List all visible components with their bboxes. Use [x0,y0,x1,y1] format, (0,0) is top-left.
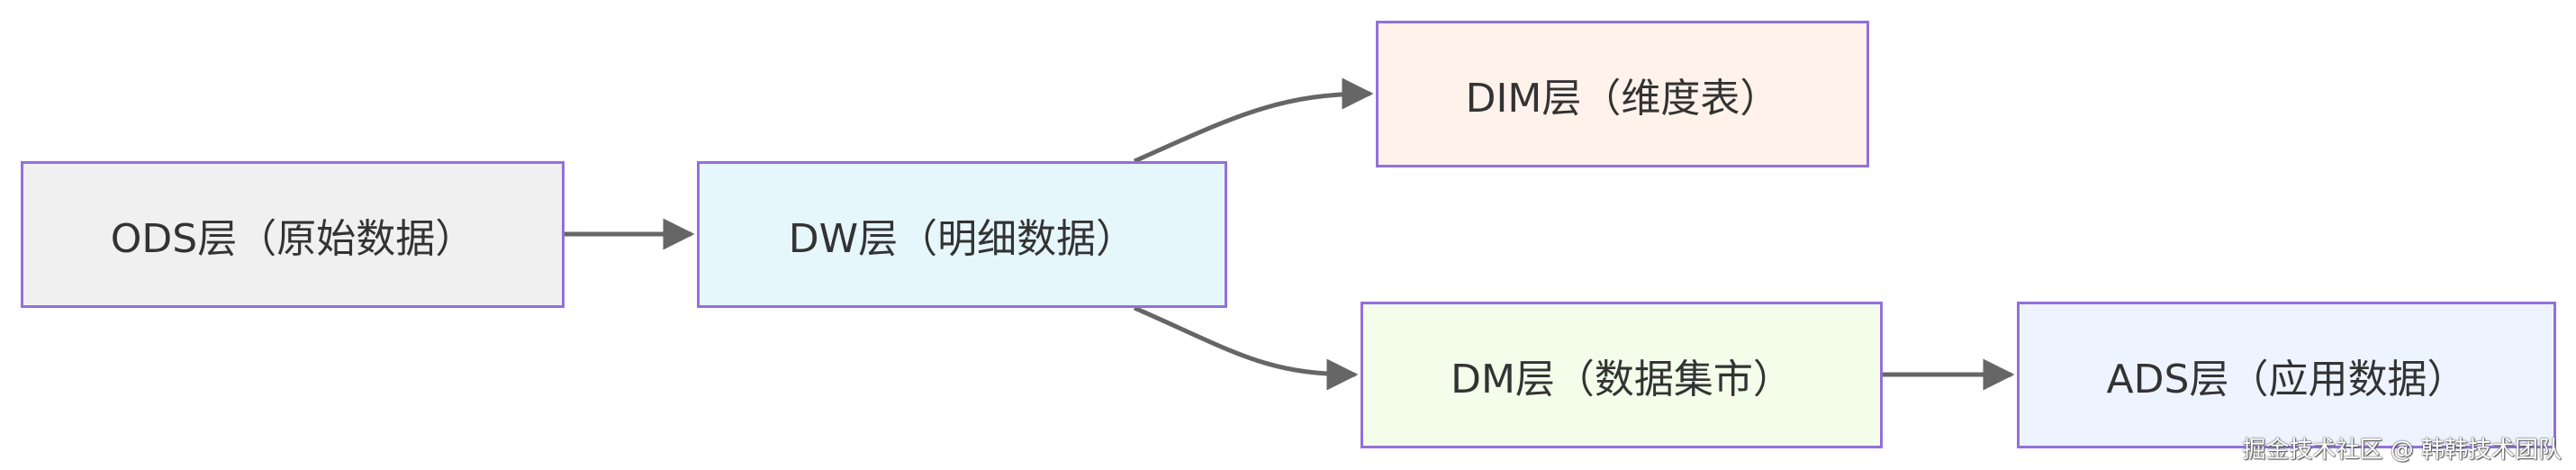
node-dm-layer: DM层（数据集市） [1360,302,1883,448]
watermark: 掘金技术社区 @ 韩韩技术团队 [2242,437,2562,464]
node-ads-layer: ADS层（应用数据） [2017,302,2556,448]
node-dim-layer: DIM层（维度表） [1376,21,1869,167]
edge-dw-to-dm [1133,305,1359,391]
node-ods-layer: ODS层（原始数据） [21,161,565,308]
edge-dw-to-dim [1133,77,1374,164]
node-dw-layer: DW层（明细数据） [697,161,1227,308]
